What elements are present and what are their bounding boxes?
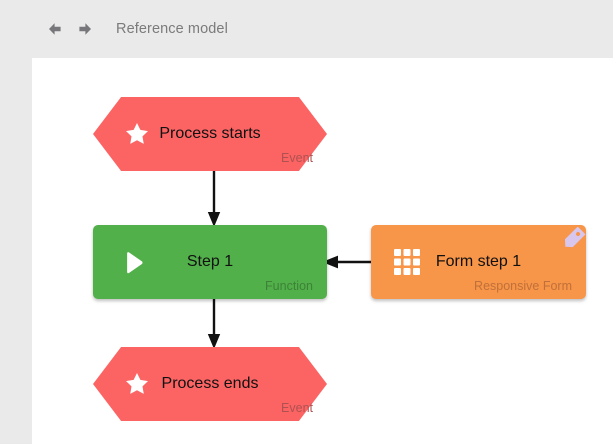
node-process-starts[interactable]: Process starts Event [93,97,327,171]
node-step-1[interactable]: Step 1 Function [93,225,327,299]
diagram-canvas[interactable]: Process starts Event Step 1 Function [32,58,613,444]
node-shape-hexagon [93,347,327,421]
arrow-left-icon[interactable] [44,18,66,40]
top-toolbar: Reference model [0,0,613,58]
node-shape-hexagon [93,97,327,171]
arrow-right-icon[interactable] [74,18,96,40]
connector-form-to-step [321,255,375,269]
node-form-step-1[interactable]: Form step 1 Responsive Form [371,225,586,299]
connector-step-to-end [207,298,221,350]
node-shape-rounded-rect [371,225,586,299]
breadcrumb: Reference model [116,21,228,37]
connector-start-to-step [207,170,221,228]
node-process-ends[interactable]: Process ends Event [93,347,327,421]
node-shape-rounded-rect [93,225,327,299]
